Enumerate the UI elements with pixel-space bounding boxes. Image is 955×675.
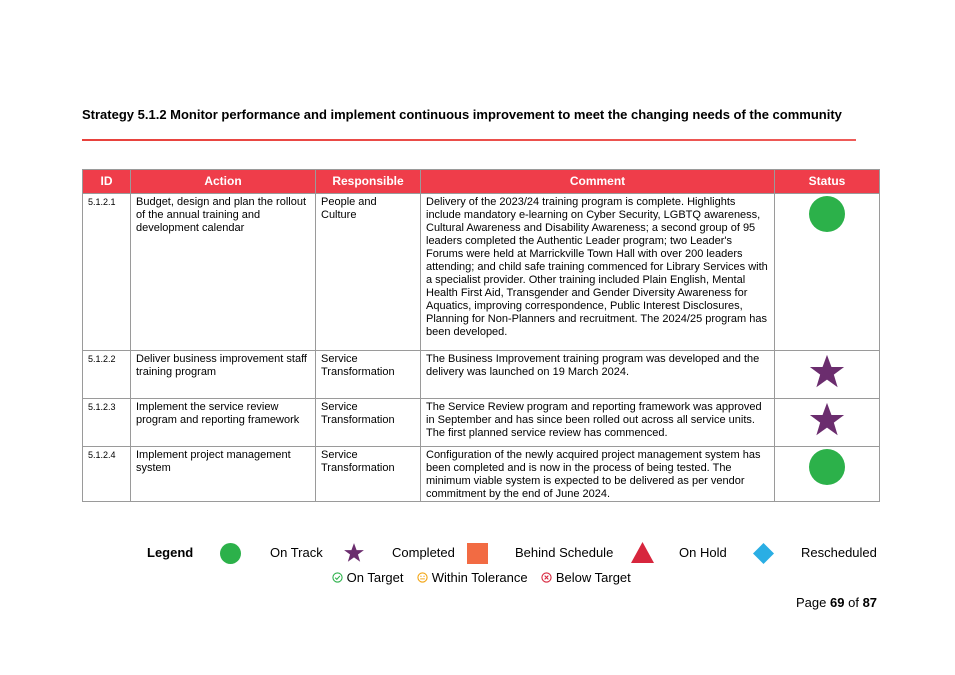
completed-star-icon xyxy=(809,354,845,388)
row-responsible: Service Transformation xyxy=(315,350,421,399)
actions-table: ID Action Responsible Comment Status 5.1… xyxy=(82,169,880,502)
status-legend: Legend On Track Completed Behind Schedul… xyxy=(147,542,879,565)
legend-on-target: On Target xyxy=(346,570,404,585)
page-of: of xyxy=(848,595,859,610)
page-prefix: Page xyxy=(796,595,827,610)
legend-completed: Completed xyxy=(392,545,455,560)
legend-on-track: On Track xyxy=(270,545,323,560)
column-header-action: Action xyxy=(130,169,316,194)
rescheduled-diamond-icon xyxy=(753,543,774,564)
heading-divider xyxy=(82,139,856,141)
page-number: Page 69 of 87 xyxy=(796,595,877,610)
legend-title: Legend xyxy=(147,545,194,560)
table-row: 5.1.2.2 Deliver business improvement sta… xyxy=(82,350,880,399)
page-total: 87 xyxy=(862,595,878,610)
row-status xyxy=(774,398,880,447)
column-header-status: Status xyxy=(774,169,880,194)
within-tolerance-face-icon xyxy=(417,572,428,583)
legend-on-hold: On Hold xyxy=(679,545,727,560)
on-track-circle-icon xyxy=(220,543,241,564)
row-action: Implement the service review program and… xyxy=(130,398,316,447)
row-comment: The Business Improvement training progra… xyxy=(420,350,775,399)
row-comment: Delivery of the 2023/24 training program… xyxy=(420,193,775,351)
table-header-row: ID Action Responsible Comment Status xyxy=(82,169,880,194)
legend-within-tolerance: Within Tolerance xyxy=(431,570,528,585)
row-action: Implement project management system xyxy=(130,446,316,502)
table-row: 5.1.2.4 Implement project management sys… xyxy=(82,446,880,502)
page-current: 69 xyxy=(830,595,845,610)
legend-rescheduled: Rescheduled xyxy=(801,545,877,560)
row-action: Deliver business improvement staff train… xyxy=(130,350,316,399)
strategy-heading: Strategy 5.1.2 Monitor performance and i… xyxy=(82,107,842,122)
column-header-comment: Comment xyxy=(420,169,775,194)
behind-schedule-square-icon xyxy=(467,543,488,564)
row-comment: Configuration of the newly acquired proj… xyxy=(420,446,775,502)
row-id: 5.1.2.1 xyxy=(82,193,131,351)
row-status xyxy=(774,193,880,351)
target-legend: On Target Within Tolerance Below Target xyxy=(332,570,641,586)
table-row: 5.1.2.1 Budget, design and plan the roll… xyxy=(82,193,880,351)
completed-star-icon xyxy=(809,402,845,436)
column-header-responsible: Responsible xyxy=(315,169,421,194)
row-id: 5.1.2.4 xyxy=(82,446,131,502)
on-target-check-icon xyxy=(332,572,343,583)
row-id: 5.1.2.2 xyxy=(82,350,131,399)
below-target-cross-icon xyxy=(541,572,552,583)
table-row: 5.1.2.3 Implement the service review pro… xyxy=(82,398,880,447)
row-id: 5.1.2.3 xyxy=(82,398,131,447)
legend-below-target: Below Target xyxy=(555,570,631,585)
row-status xyxy=(774,350,880,399)
completed-star-icon xyxy=(344,543,364,562)
row-responsible: People and Culture xyxy=(315,193,421,351)
legend-behind-schedule: Behind Schedule xyxy=(515,545,614,560)
row-responsible: Service Transformation xyxy=(315,446,421,502)
on-track-circle-icon xyxy=(809,196,845,232)
column-header-id: ID xyxy=(82,169,131,194)
row-comment: The Service Review program and reporting… xyxy=(420,398,775,447)
row-responsible: Service Transformation xyxy=(315,398,421,447)
on-hold-triangle-icon xyxy=(631,542,654,563)
row-action: Budget, design and plan the rollout of t… xyxy=(130,193,316,351)
on-track-circle-icon xyxy=(809,449,845,485)
row-status xyxy=(774,446,880,502)
